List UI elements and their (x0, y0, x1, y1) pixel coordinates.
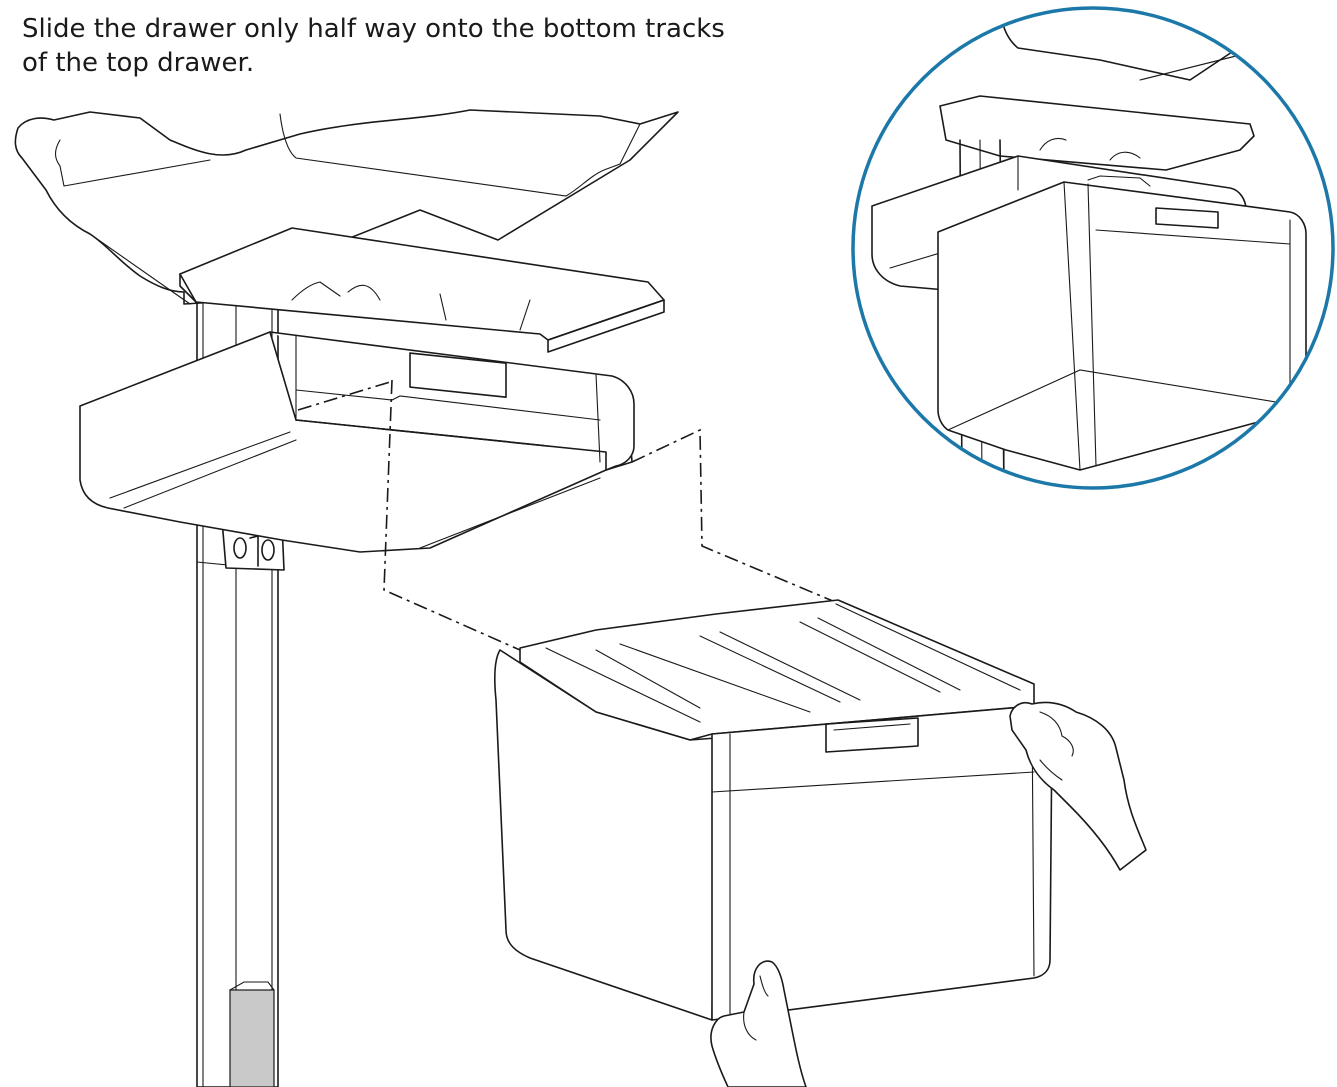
pole-panel (229, 989, 275, 1087)
alignment-lines (297, 379, 841, 651)
top-drawer (79, 331, 635, 553)
worksurface (14, 109, 679, 305)
detail-inset (851, 6, 1335, 490)
detail-circle-border (851, 6, 1335, 490)
instruction-line-2: of the top drawer. (22, 48, 255, 78)
hand-right (1009, 701, 1147, 871)
instruction-line-1: Slide the drawer only half way onto the … (22, 14, 725, 44)
keyboard-tray (179, 227, 665, 353)
lower-drawer (494, 599, 1053, 1021)
instruction-text: Slide the drawer only half way onto the … (22, 12, 782, 80)
hand-bottom (710, 960, 807, 1087)
